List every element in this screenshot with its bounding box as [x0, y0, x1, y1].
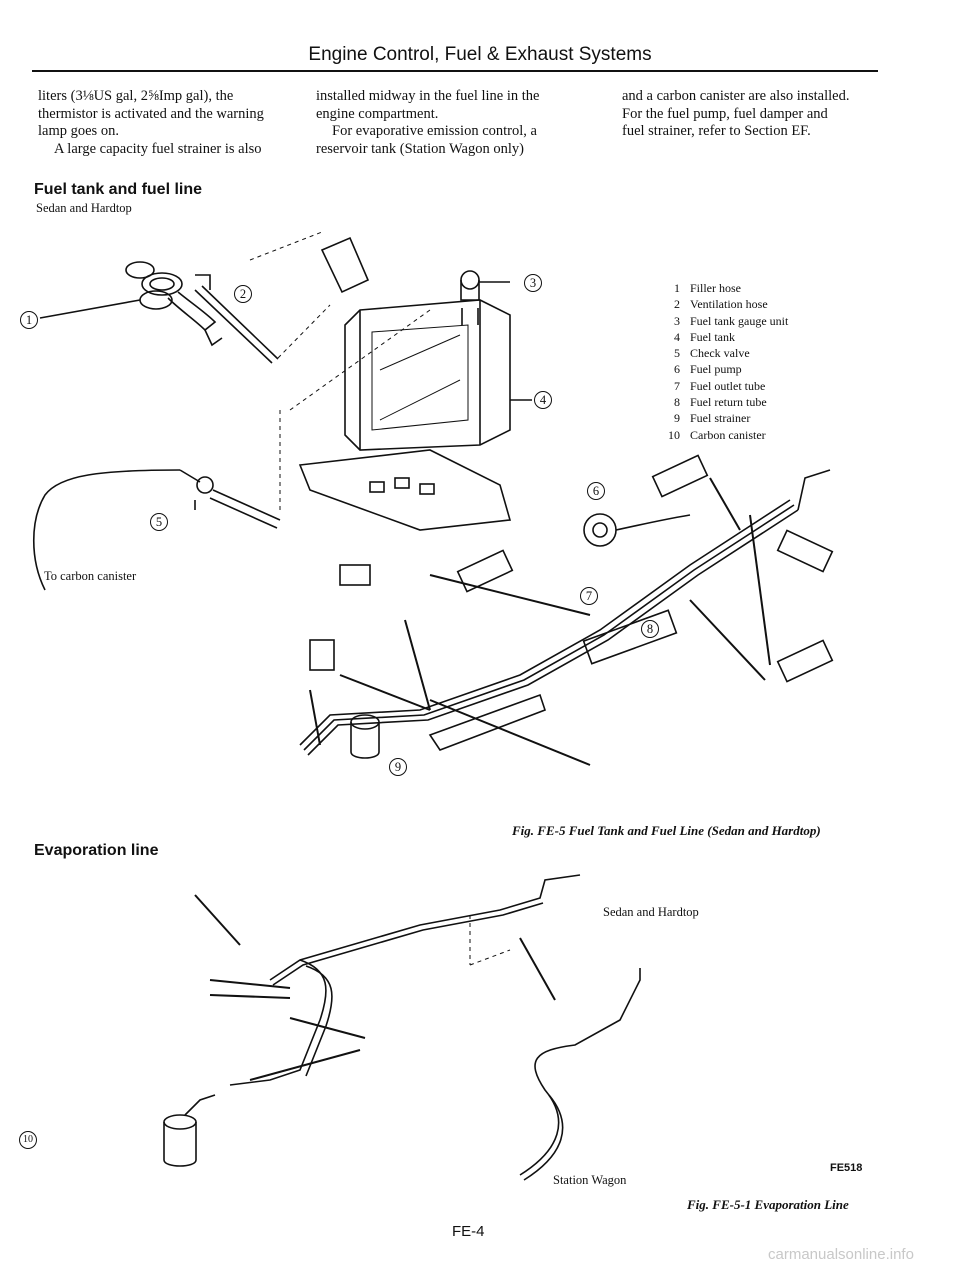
- callout-2: 2: [234, 285, 252, 303]
- main-fuel-line: [299, 469, 831, 756]
- callout-6: 6: [587, 482, 605, 500]
- lower-bracket: [428, 693, 547, 751]
- text-line: reservoir tank (Station Wagon only): [316, 140, 524, 157]
- fuel-strainer-part: [350, 714, 380, 759]
- figure-caption-fe5-1: Fig. FE-5-1 Evaporation Line: [687, 1197, 849, 1212]
- text-line: thermistor is activated and the warning: [38, 105, 264, 122]
- watermark: carmanualsonline.info: [768, 1246, 914, 1263]
- label-to-carbon-canister: To carbon canister: [44, 569, 137, 583]
- figure-caption-fe5: Fig. FE-5 Fuel Tank and Fuel Line (Sedan…: [512, 823, 821, 838]
- bracket-hole: [419, 483, 435, 495]
- check-valve-part: [33, 469, 281, 591]
- callout-3: 3: [524, 274, 542, 292]
- filler-neck-hose: [320, 236, 370, 294]
- text-line: installed midway in the fuel line in the: [316, 88, 540, 104]
- label-station-wagon: Station Wagon: [553, 1173, 627, 1187]
- evaporation-line-diagram: [163, 874, 641, 1181]
- text-line: fuel strainer, refer to Section EF.: [622, 123, 811, 139]
- section-title-evaporation-line: Evaporation line: [34, 842, 159, 859]
- pointer-arrows: [309, 477, 771, 766]
- callout-4: 4: [534, 391, 552, 409]
- page-number: FE-4: [452, 1223, 485, 1240]
- text-line: For evaporative emission control, a: [332, 123, 537, 139]
- carbon-canister-part: [163, 1094, 216, 1167]
- evap-line-station-wagon: [519, 968, 641, 1181]
- callout-9: 9: [389, 758, 407, 776]
- callout-1: 1: [20, 311, 38, 329]
- evap-leader-lines: [469, 915, 511, 966]
- callout-7: 7: [580, 587, 598, 605]
- gauge-unit-part: [460, 270, 510, 325]
- page-header-title: Engine Control, Fuel & Exhaust Systems: [308, 44, 652, 65]
- text-line: and a carbon canister are also installed…: [622, 88, 850, 104]
- callout-10: 10: [19, 1131, 37, 1149]
- label-sedan-hardtop: Sedan and Hardtop: [603, 905, 699, 919]
- fuel-tank-fuel-line-diagram: [33, 231, 834, 766]
- bracket-hole: [369, 481, 385, 493]
- header-rule: [32, 70, 878, 72]
- clamp-parts: [309, 454, 834, 683]
- figure-code: FE518: [830, 1162, 863, 1174]
- fuel-tank-part: [344, 299, 532, 451]
- text-line: liters (3⅛US gal, 2⅝Imp gal), the: [38, 88, 234, 104]
- text-column-1: liters (3⅛US gal, 2⅝Imp gal), the thermi…: [38, 88, 308, 158]
- evap-pointer-arrows: [194, 894, 556, 1081]
- callout-8: 8: [641, 620, 659, 638]
- section-title-fuel-tank: Fuel tank and fuel line: [34, 181, 203, 198]
- callout-5: 5: [150, 513, 168, 531]
- ventilation-hose-part: [194, 274, 279, 364]
- text-column-3: and a carbon canister are also installed…: [622, 88, 892, 141]
- text-line: A large capacity fuel strainer is also: [54, 140, 262, 157]
- text-line: For the fuel pump, fuel damper and: [622, 105, 828, 122]
- text-column-2: installed midway in the fuel line in the…: [316, 88, 591, 158]
- fuel-pump-part: [583, 513, 691, 547]
- section-subtitle: Sedan and Hardtop: [36, 201, 132, 215]
- leader-lines: [249, 231, 431, 510]
- filler-hose-part: [39, 261, 223, 347]
- evap-line-sedan: [229, 874, 581, 1086]
- text-line: engine compartment.: [316, 105, 439, 122]
- tank-bracket: [298, 449, 512, 531]
- bracket-hole: [394, 477, 410, 489]
- text-line: lamp goes on.: [38, 123, 119, 139]
